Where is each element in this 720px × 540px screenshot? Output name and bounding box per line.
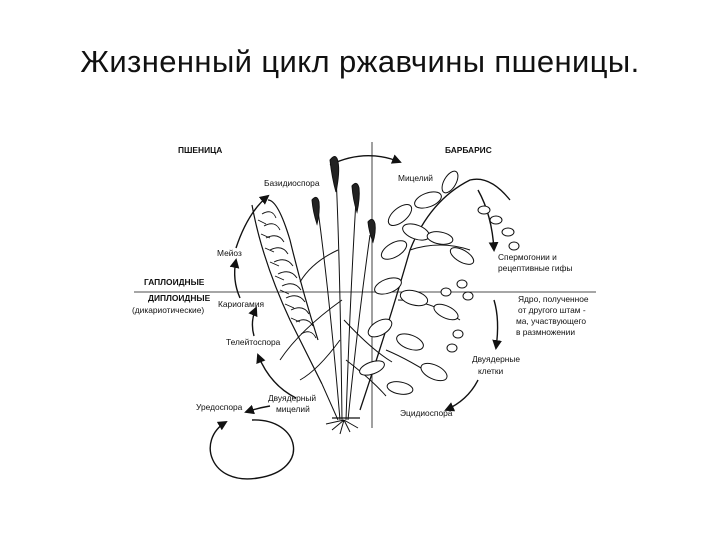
- urediospore-repeat-cycle: [210, 420, 293, 479]
- phase-label-haploid: ГАПЛОИДНЫЕ: [144, 277, 205, 287]
- stage-label-karyogamy: Кариогамия: [218, 299, 264, 309]
- stage-label-teliospore: Телейтоспора: [226, 337, 281, 347]
- arrow-to-karyogamy: [252, 308, 256, 336]
- arrow-to-barberry: [330, 156, 400, 165]
- stage-label-urediospore: Уредоспора: [196, 402, 243, 412]
- host-label-wheat: ПШЕНИЦА: [178, 145, 222, 155]
- stage-label-spermogonia-1: Спермогонии и: [498, 252, 557, 262]
- host-label-barberry: БАРБАРИС: [445, 145, 492, 155]
- stage-label-binucleate-cells-2: клетки: [478, 366, 504, 376]
- stage-label-nucleus-1: Ядро, полученное: [518, 294, 589, 304]
- stage-label-meiosis: Мейоз: [217, 248, 242, 258]
- stage-label-nucleus-4: в размножении: [516, 327, 575, 337]
- stage-label-aeciospore: Эцидиоспора: [400, 408, 453, 418]
- stage-label-nucleus-2: от другого штам -: [518, 305, 586, 315]
- stage-label-mycelium: Мицелий: [398, 173, 433, 183]
- arrow-to-urediospore: [246, 406, 270, 412]
- stage-label-basidiospore: Базидиоспора: [264, 178, 320, 188]
- phase-label-diploid-note: (дикариотические): [132, 305, 204, 315]
- stage-label-binucleate-cells-1: Двуядерные: [472, 354, 520, 364]
- arrow-to-teliospore: [258, 355, 296, 398]
- arrow-to-aeciospore: [446, 380, 478, 410]
- phase-label-diploid: ДИПЛОИДНЫЕ: [148, 293, 211, 303]
- stage-label-nucleus-3: ма, участвующего: [516, 316, 586, 326]
- stage-label-binucleate-mycelium-2: мицелий: [276, 404, 310, 414]
- stage-label-spermogonia-2: рецептивные гифы: [498, 263, 572, 273]
- arrow-nucleus: [494, 300, 498, 348]
- arrow-to-basidiospore: [236, 196, 268, 248]
- stage-label-binucleate-mycelium-1: Двуядерный: [268, 393, 316, 403]
